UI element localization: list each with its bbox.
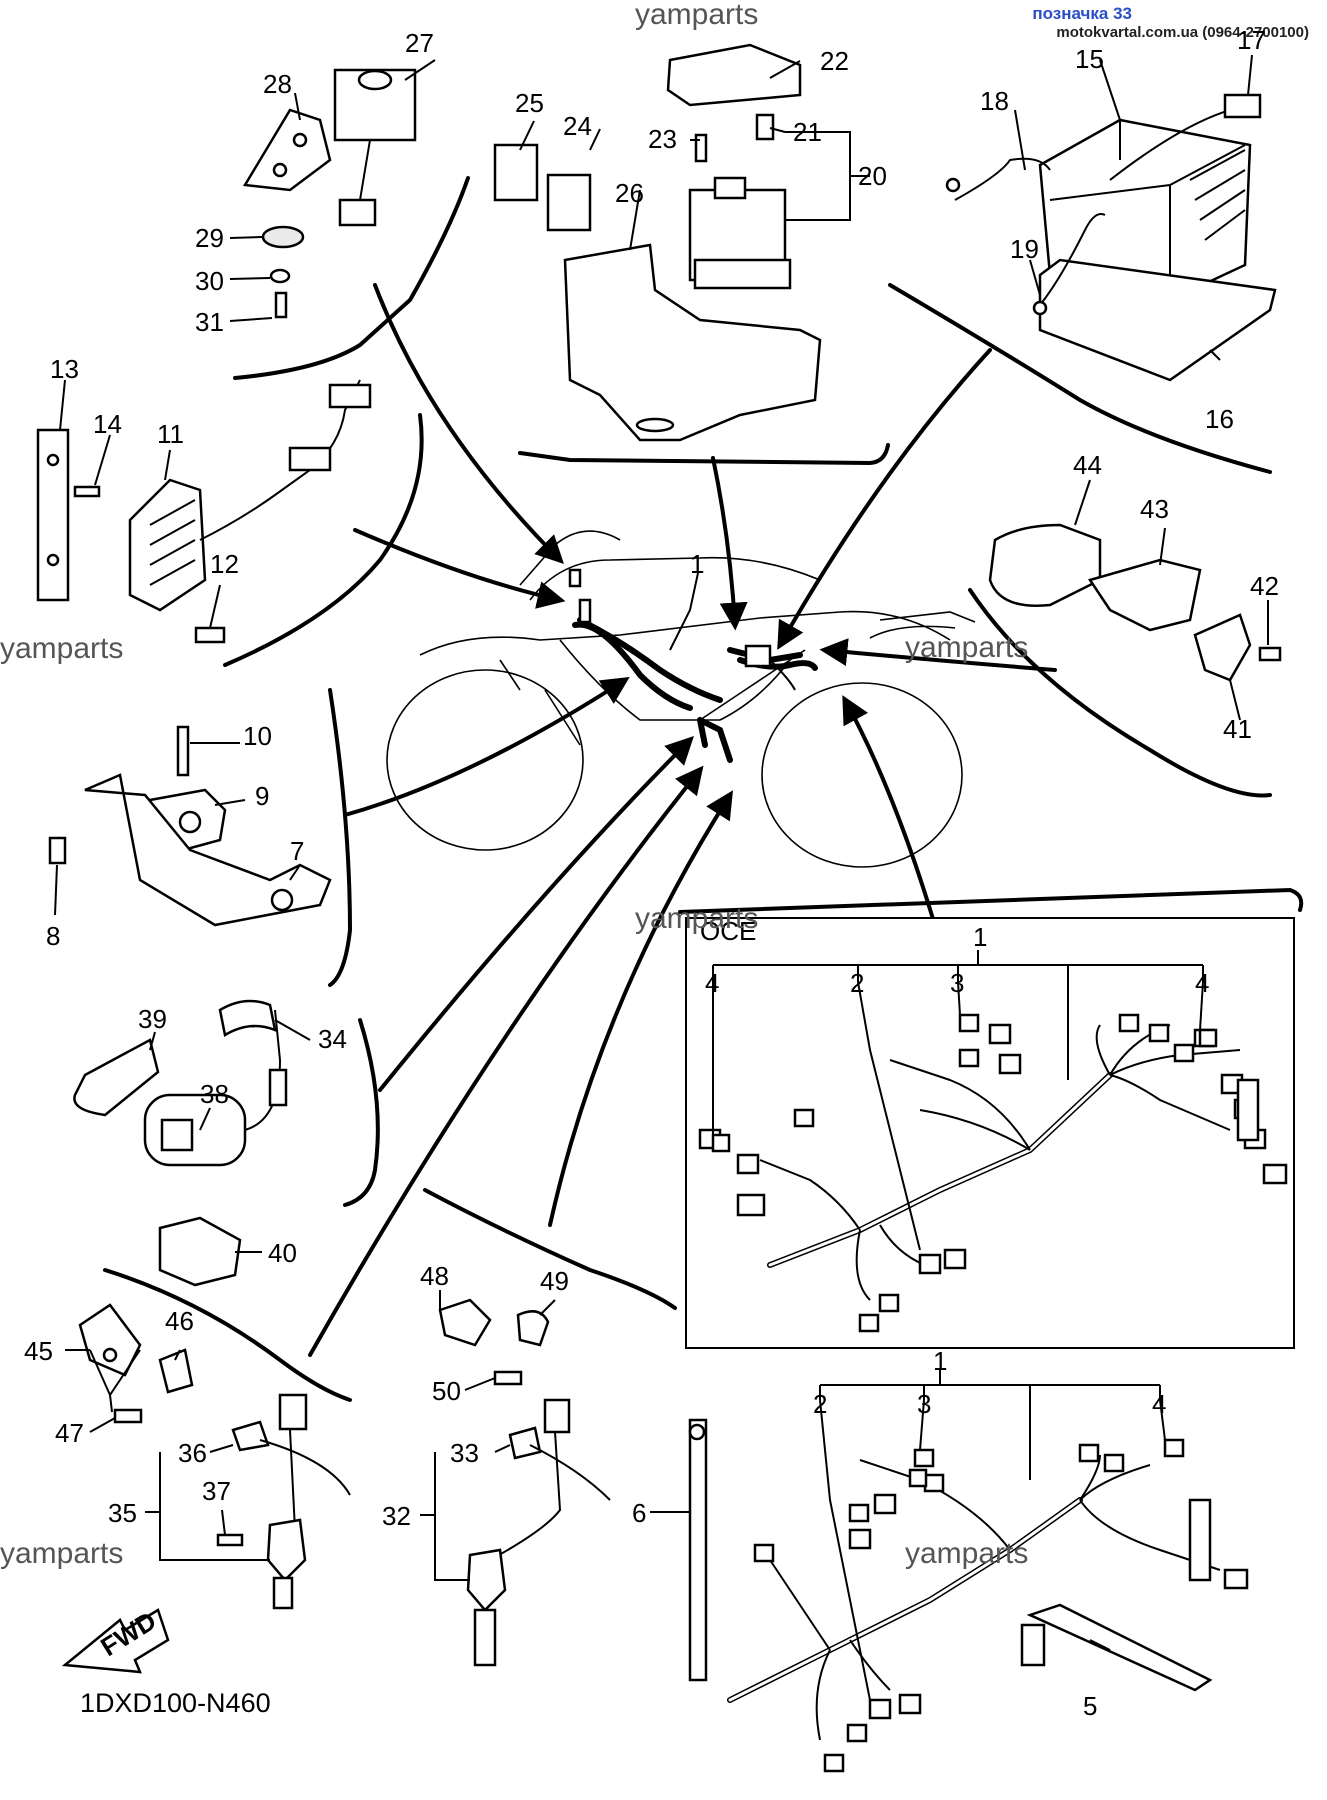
part-number[interactable]: 47 — [55, 1418, 84, 1448]
part-number[interactable]: 24 — [563, 111, 592, 141]
part-number[interactable]: 21 — [793, 117, 822, 147]
part-number[interactable]: 49 — [540, 1266, 569, 1296]
part-number[interactable]: 2 — [850, 968, 864, 998]
part-number[interactable]: 45 — [24, 1336, 53, 1366]
watermark: yamparts — [905, 1537, 1028, 1570]
part-number[interactable]: 40 — [268, 1238, 297, 1268]
part-number[interactable]: 4 — [1195, 968, 1209, 998]
part-number[interactable]: 22 — [820, 46, 849, 76]
watermarks: yamparts yamparts yamparts yamparts yamp… — [0, 0, 1028, 1570]
part-number[interactable]: 31 — [195, 307, 224, 337]
part-number[interactable]: 1 — [973, 922, 987, 952]
part-number[interactable]: 10 — [243, 721, 272, 751]
leader-lines — [54, 54, 1269, 1701]
oce-harness — [698, 950, 1288, 1333]
part-number[interactable]: 1 — [690, 549, 704, 579]
part-number[interactable]: 46 — [165, 1306, 194, 1336]
part-number[interactable]: 33 — [450, 1438, 479, 1468]
oce-box: OCE — [678, 887, 1304, 1349]
part-number[interactable]: 14 — [93, 409, 122, 439]
part-number[interactable]: 3 — [950, 968, 964, 998]
part-number[interactable]: 9 — [255, 781, 269, 811]
header-tag[interactable]: позначка 33 — [1032, 4, 1132, 23]
part-number[interactable]: 20 — [858, 161, 887, 191]
part-number[interactable]: 25 — [515, 88, 544, 118]
part-number[interactable]: 6 — [632, 1498, 646, 1528]
lower-harness — [727, 1370, 1249, 1773]
part-number[interactable]: 32 — [382, 1501, 411, 1531]
watermark: yamparts — [0, 1537, 123, 1570]
part-number[interactable]: 48 — [420, 1261, 449, 1291]
part-number[interactable]: 43 — [1140, 494, 1169, 524]
watermark: yamparts — [0, 632, 123, 665]
part-number[interactable]: 44 — [1073, 450, 1102, 480]
part-number[interactable]: 12 — [210, 549, 239, 579]
part-number[interactable]: 42 — [1250, 571, 1279, 601]
part-number[interactable]: 5 — [1083, 1691, 1097, 1721]
part-drawings — [36, 43, 1282, 1692]
part-number[interactable]: 38 — [200, 1079, 229, 1109]
part-number[interactable]: 7 — [290, 836, 304, 866]
part-number[interactable]: 28 — [263, 69, 292, 99]
part-number[interactable]: 26 — [615, 178, 644, 208]
part-number[interactable]: 50 — [432, 1376, 461, 1406]
watermark: yamparts — [905, 631, 1028, 664]
part-number[interactable]: 18 — [980, 86, 1009, 116]
part-number[interactable]: 39 — [138, 1004, 167, 1034]
part-number[interactable]: 41 — [1223, 714, 1252, 744]
part-number[interactable]: 36 — [178, 1438, 207, 1468]
motorcycle-outline — [386, 530, 976, 868]
watermark: yamparts — [635, 902, 758, 935]
part-number[interactable]: 3 — [917, 1389, 931, 1419]
part-number[interactable]: 23 — [648, 124, 677, 154]
part-number[interactable]: 8 — [46, 921, 60, 951]
part-number[interactable]: 4 — [1152, 1389, 1166, 1419]
part-number[interactable]: 19 — [1010, 234, 1039, 264]
part-number[interactable]: 1 — [933, 1346, 947, 1376]
watermark: yamparts — [635, 0, 758, 31]
part-number[interactable]: 30 — [195, 266, 224, 296]
part-number[interactable]: 16 — [1205, 404, 1234, 434]
oce-label: OCE — [700, 916, 756, 946]
part-number[interactable]: 27 — [405, 28, 434, 58]
part-number[interactable]: 35 — [108, 1498, 137, 1528]
fwd-arrow-icon: FWD — [61, 1605, 170, 1674]
part-number[interactable]: 37 — [202, 1476, 231, 1506]
part-number[interactable]: 13 — [50, 354, 79, 384]
part-number[interactable]: 15 — [1075, 44, 1104, 74]
main-harness-center — [568, 568, 818, 763]
part-number[interactable]: 34 — [318, 1024, 347, 1054]
part-number[interactable]: 11 — [157, 419, 184, 449]
part-number[interactable]: 17 — [1237, 25, 1266, 55]
group-brackets — [103, 176, 1272, 1402]
group-arrows — [308, 283, 1057, 1357]
header-site: motokvartal.com.ua (0964-2700100) — [1056, 24, 1309, 41]
diagram-id: 1DXD100-N460 — [80, 1688, 271, 1718]
part-number[interactable]: 2 — [813, 1389, 827, 1419]
part-number-labels: 1 1 1 2 2 3 3 4 4 4 5 6 7 8 9 10 11 12 1… — [24, 25, 1279, 1721]
part-number[interactable]: 29 — [195, 223, 224, 253]
part-number[interactable]: 4 — [705, 968, 719, 998]
